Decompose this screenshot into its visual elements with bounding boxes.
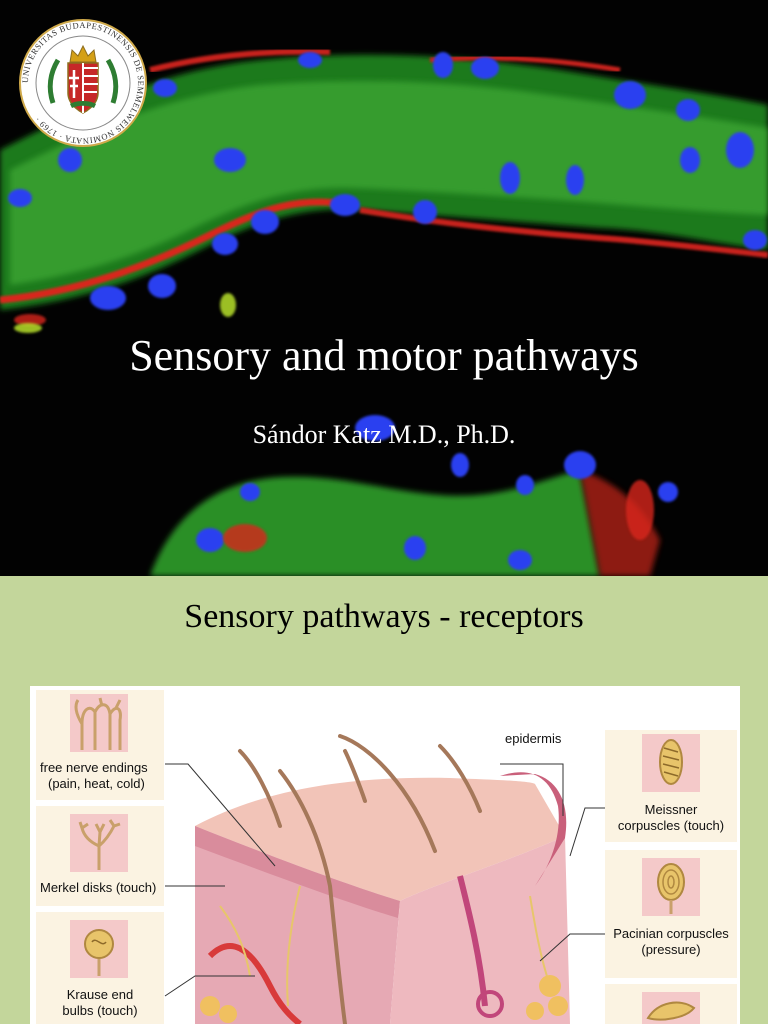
skin-receptors-figure: free nerve endings (pain, heat, cold) Me… xyxy=(30,686,740,1024)
receptor-label-pacinian: Pacinian corpuscles xyxy=(613,926,729,941)
receptors-slide: Sensory pathways - receptors xyxy=(0,576,768,1024)
receptor-label-meissner: Meissner xyxy=(644,802,698,817)
receptor-detail-krause-bulbs: bulbs (touch) xyxy=(62,1003,138,1018)
receptor-detail-pacinian: (pressure) xyxy=(641,942,701,957)
author-name: Sándor Katz M.D., Ph.D. xyxy=(252,420,516,449)
fluorescence-micrograph xyxy=(0,48,768,576)
ruffini-ending-icon xyxy=(642,992,700,1024)
receptor-card-ruffini-partial xyxy=(605,984,737,1024)
university-seal-logo: UNIVERSITAS BUDAPESTINENSIS DE SEMMELWEI… xyxy=(19,19,147,147)
skin-cross-section-illustration xyxy=(164,734,605,1024)
slide-title: Sensory pathways - receptors xyxy=(184,598,584,635)
receptor-label-merkel-disks: Merkel disks (touch) xyxy=(40,880,157,895)
receptor-detail-meissner: corpuscles (touch) xyxy=(617,818,725,833)
receptor-card-meissner: Meissner corpuscles (touch) xyxy=(605,730,737,842)
receptor-label-free-nerve-endings: free nerve endings xyxy=(40,760,148,775)
free-nerve-endings-icon xyxy=(70,694,128,752)
receptor-label-krause-bulbs: Krause end xyxy=(66,987,134,1002)
receptor-card-merkel-disks: Merkel disks (touch) xyxy=(36,806,164,906)
receptor-card-krause-bulbs: Krause end bulbs (touch) xyxy=(36,912,164,1024)
pacinian-corpuscle-icon xyxy=(642,858,700,916)
receptor-card-free-nerve-endings: free nerve endings (pain, heat, cold) xyxy=(36,690,164,800)
epidermis-label: epidermis xyxy=(505,731,562,746)
receptor-detail-free-nerve-endings: (pain, heat, cold) xyxy=(48,776,145,791)
meissner-corpuscle-icon xyxy=(642,734,700,792)
receptor-card-pacinian: Pacinian corpuscles (pressure) xyxy=(605,850,737,978)
slide-title: Sensory and motor pathways xyxy=(129,331,639,380)
krause-bulb-icon xyxy=(70,920,128,978)
merkel-disk-icon xyxy=(70,814,128,872)
title-slide: UNIVERSITAS BUDAPESTINENSIS DE SEMMELWEI… xyxy=(0,19,768,576)
